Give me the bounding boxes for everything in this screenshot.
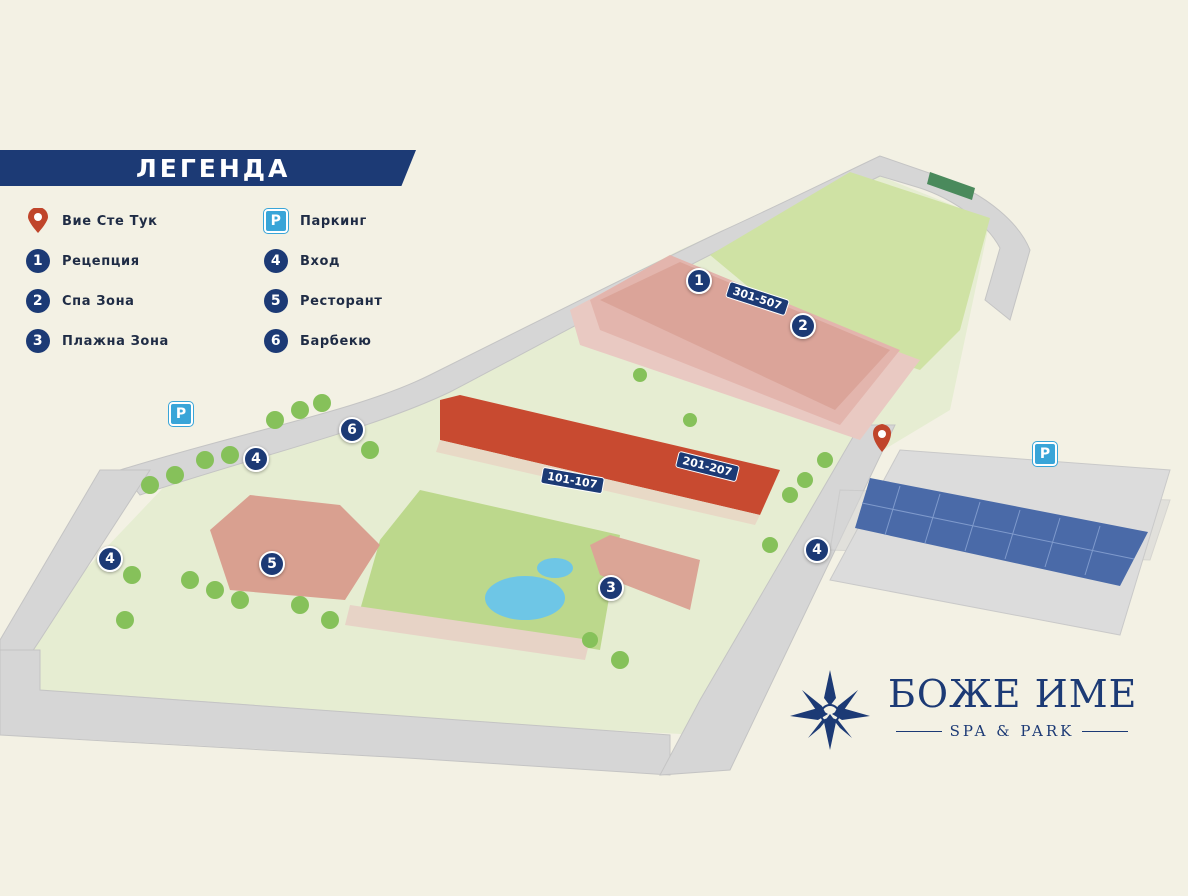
marker-barbecue[interactable]: 6 xyxy=(339,417,365,443)
bus xyxy=(927,172,975,200)
legend-item-beach: 3 Плажна Зона xyxy=(26,328,169,354)
legend-label: Рецепция xyxy=(62,253,140,269)
lotus-star-icon xyxy=(790,670,870,750)
east-parking-lot xyxy=(829,449,1171,636)
legend-label: Барбекю xyxy=(300,333,372,349)
number-badge: 5 xyxy=(264,289,288,313)
restaurant-building xyxy=(210,495,590,660)
number-badge: 6 xyxy=(264,329,288,353)
legend-item-barbecue: 6 Барбекю xyxy=(264,328,372,354)
legend-item-spa: 2 Спа Зона xyxy=(26,288,135,314)
marker-entrance-north[interactable]: 4 xyxy=(243,446,269,472)
marker-parking-west[interactable]: P xyxy=(169,402,193,426)
legend-item-entrance: 4 Вход xyxy=(264,248,340,274)
legend-item-you-are-here: Вие Сте Тук xyxy=(26,208,158,234)
pool-area xyxy=(360,490,620,650)
legend-label: Ресторант xyxy=(300,293,383,309)
legend-label: Спа Зона xyxy=(62,293,135,309)
legend-item-restaurant: 5 Ресторант xyxy=(264,288,383,314)
logo-subtitle-row: SPA & PARK xyxy=(888,722,1136,740)
marker-restaurant[interactable]: 5 xyxy=(259,551,285,577)
hotel-main-building xyxy=(570,255,920,440)
marker-beach[interactable]: 3 xyxy=(598,575,624,601)
legend-title: ЛЕГЕНДА xyxy=(0,150,416,186)
legend-item-parking: P Паркинг xyxy=(264,208,367,234)
legend-label: Плажна Зона xyxy=(62,333,169,349)
pin-icon xyxy=(28,208,48,233)
you-are-here-pin xyxy=(873,424,891,452)
brand-logo: БОЖЕ ИМЕ SPA & PARK xyxy=(788,668,1148,758)
marker-entrance-east[interactable]: 4 xyxy=(804,537,830,563)
logo-name: БОЖЕ ИМЕ xyxy=(888,672,1138,716)
legend-label: Вие Сте Тук xyxy=(62,213,158,229)
parking-icon: P xyxy=(264,209,288,233)
trees xyxy=(116,368,833,669)
number-badge: 2 xyxy=(26,289,50,313)
marker-parking-east[interactable]: P xyxy=(1033,442,1057,466)
marker-spa[interactable]: 2 xyxy=(790,313,816,339)
legend-label: Вход xyxy=(300,253,341,269)
number-badge: 3 xyxy=(26,329,50,353)
divider xyxy=(1082,730,1129,732)
beach-building xyxy=(590,535,700,610)
marker-entrance-west[interactable]: 4 xyxy=(97,546,123,572)
grass-field xyxy=(710,172,990,370)
logo-subtitle: SPA & PARK xyxy=(949,722,1075,740)
divider xyxy=(896,730,942,732)
number-badge: 4 xyxy=(264,249,288,273)
marker-reception[interactable]: 1 xyxy=(686,268,712,294)
legend-item-reception: 1 Рецепция xyxy=(26,248,140,274)
number-badge: 1 xyxy=(26,249,50,273)
legend-label: Паркинг xyxy=(300,213,367,229)
